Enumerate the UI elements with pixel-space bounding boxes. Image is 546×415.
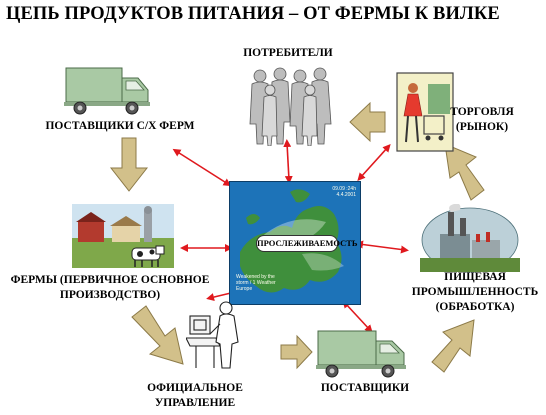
flow-arrow-official-to-suppliers [280, 334, 313, 370]
flow-arrow-trade-to-consumers [349, 101, 386, 143]
link-arrow-farm-suppliers [172, 148, 232, 187]
farm-barn-cow-icon [72, 204, 174, 268]
food-industry-factory-icon [420, 204, 520, 273]
consumers-label: ПОТРЕБИТЕЛИ [243, 47, 333, 59]
flow-arrow-industry-to-trade [444, 143, 485, 201]
official-control-computer-icon [186, 301, 239, 369]
map-corner-stamp: 09.09 :24h 4.4.2001 [332, 186, 356, 198]
link-arrow-consumers [283, 139, 293, 184]
suppliers-label: ПОСТАВЩИКИ [320, 382, 410, 394]
official-control-label: ОФИЦИАЛЬНОЕ УПРАВЛЕНИЕ [147, 382, 243, 409]
link-arrow-trade [357, 144, 391, 181]
traceability-map: 09.09 :24h 4.4.2001 Weakened by the stor… [229, 181, 361, 305]
trade-label: ТОРГОВЛЯ (РЫНОК) [450, 106, 514, 133]
link-arrow-industry [355, 240, 409, 254]
consumers-crowd-icon [249, 67, 332, 146]
farm-suppliers-truck-icon [64, 67, 150, 115]
flow-arrow-suppliers-to-farms [109, 137, 149, 192]
farms-label: ФЕРМЫ (ПЕРВИЧНОЕ ОСНОВНОЕ ПРОИЗВОДСТВО) [10, 274, 210, 301]
food-industry-label: ПИЩЕВАЯ ПРОМЫШЛЕННОСТЬ (ОБРАБОТКА) [411, 271, 539, 313]
farm-suppliers-label: ПОСТАВЩИКИ С/Х ФЕРМ [45, 120, 195, 132]
traceability-label: ПРОСЛЕЖИВАЕМОСТЬ [256, 235, 358, 252]
flow-arrow-suppliers-to-industry [431, 319, 475, 373]
suppliers-truck-icon [316, 330, 406, 378]
flow-arrow-farms-to-official [131, 305, 184, 365]
trade-market-icon [396, 72, 454, 152]
page-title: ЦЕПЬ ПРОДУКТОВ ПИТАНИЯ – ОТ ФЕРМЫ К ВИЛК… [6, 4, 500, 24]
link-arrow-suppliers [342, 300, 373, 333]
map-caption: Weakened by the storm / 1 Weather Europe [236, 274, 276, 292]
